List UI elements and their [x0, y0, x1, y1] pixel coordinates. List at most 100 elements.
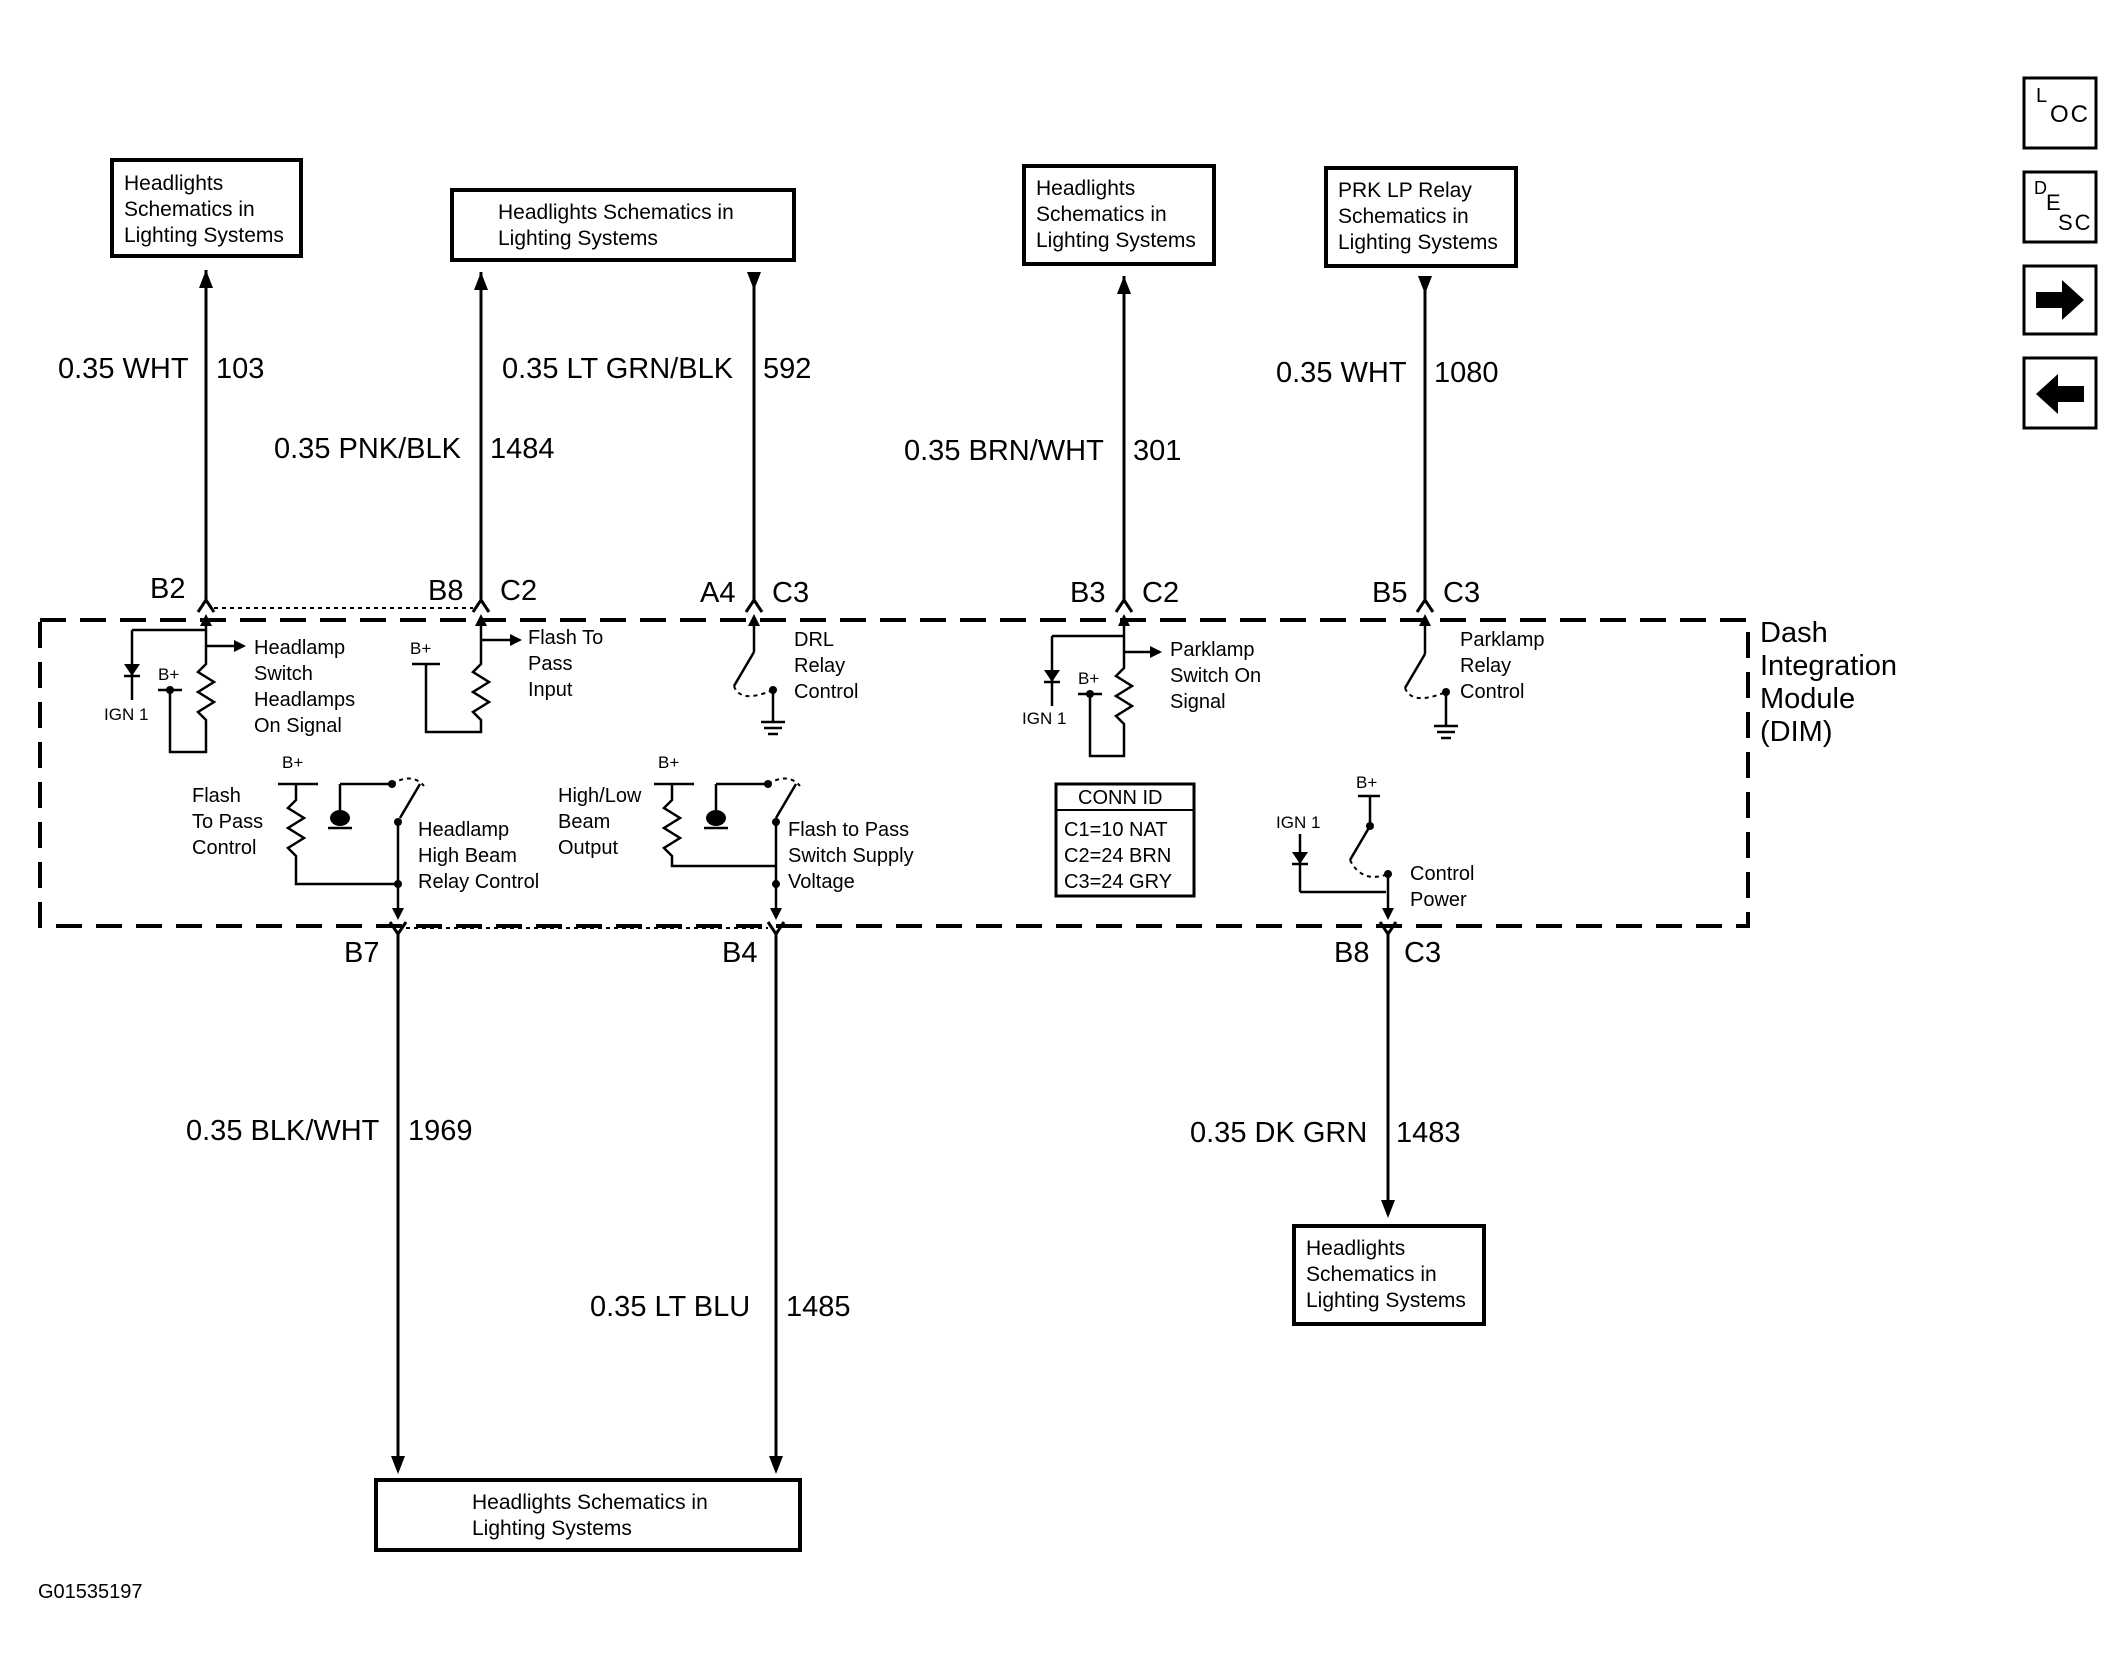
control-power-circuit: B+ IGN 1 Control Power: [1276, 773, 1474, 920]
box-line: Lighting Systems: [472, 1517, 632, 1540]
pin-b8-c3-bottom: B8 C3: [1334, 921, 1441, 969]
pin-b5-c3: B5 C3: [1372, 577, 1480, 613]
circuit-number: 1969: [408, 1115, 473, 1147]
pin-b4: B4: [722, 921, 786, 969]
headlamp-switch-circuit: B+ IGN 1 Headlamp Switch Headlamps On Si…: [104, 614, 355, 754]
internal-label: DRL: [794, 629, 834, 651]
internal-label: Switch Supply: [788, 845, 914, 867]
bplus-label: B+: [158, 665, 179, 684]
box-line: Schematics in: [124, 198, 255, 221]
internal-label: Relay Control: [418, 871, 539, 893]
bplus-label: B+: [410, 639, 431, 658]
internal-label: Control: [1410, 863, 1474, 885]
high-beam-relay-circuit: B+ Flash To Pass Control Headlamp High B…: [192, 753, 539, 920]
wire-592: 0.35 LT GRN/BLK 592: [502, 272, 811, 600]
prev-arrow-button[interactable]: [2022, 356, 2098, 430]
wire-label: 0.35 DK GRN: [1190, 1117, 1367, 1149]
desc-sub: SC: [2058, 210, 2093, 235]
pin-label: B7: [344, 937, 379, 969]
desc-sup: D: [2034, 178, 2047, 198]
box-prk-lp-relay[interactable]: PRK LP Relay Schematics in Lighting Syst…: [1324, 166, 1518, 268]
box-line: Headlights: [1036, 177, 1135, 200]
box-line: Lighting Systems: [124, 224, 284, 247]
ign1-label: IGN 1: [104, 705, 148, 724]
wire-1484: 0.35 PNK/BLK 1484: [274, 272, 555, 600]
wire-label: 0.35 PNK/BLK: [274, 433, 462, 465]
loc-button[interactable]: L OC: [2022, 76, 2098, 150]
internal-label: Headlamps: [254, 689, 355, 711]
high-low-beam-circuit: B+ High/Low Beam Output Flash to Pass Sw…: [558, 753, 914, 920]
internal-label: Pass: [528, 653, 572, 675]
conn-id-row: C3=24 GRY: [1064, 871, 1172, 893]
internal-label: High/Low: [558, 785, 642, 807]
internal-label: Beam: [558, 811, 610, 833]
wire-label: 0.35 BRN/WHT: [904, 435, 1104, 467]
box-line: Lighting Systems: [1306, 1289, 1466, 1312]
internal-label: Parklamp: [1460, 629, 1544, 651]
flash-to-pass-input-circuit: B+ Flash To Pass Input: [410, 614, 603, 734]
connector-label: C2: [500, 575, 537, 607]
bplus-label: B+: [1356, 773, 1377, 792]
conn-id-row: C2=24 BRN: [1064, 845, 1171, 867]
internal-label: Switch: [254, 663, 313, 685]
box-line: Schematics in: [1338, 205, 1469, 228]
box-line: PRK LP Relay: [1338, 179, 1472, 202]
circuit-number: 103: [216, 353, 264, 385]
arrow-left-icon: [2036, 374, 2084, 414]
wire-103: 0.35 WHT 103: [58, 270, 264, 600]
internal-label: Control: [1460, 681, 1524, 703]
pin-a4-c3: A4 C3: [700, 577, 809, 613]
box-line: Schematics in: [1036, 203, 1167, 226]
desc-mid: E: [2046, 190, 2061, 215]
loc-sup: L: [2036, 85, 2047, 107]
connector-label: C3: [1443, 577, 1480, 609]
parklamp-relay-control-circuit: Parklamp Relay Control: [1403, 614, 1544, 740]
pin-b2: B2: [150, 573, 216, 613]
module-label-line: (DIM): [1760, 716, 1832, 748]
internal-label: Control: [794, 681, 858, 703]
internal-label: Output: [558, 837, 618, 859]
internal-label: Headlamp: [254, 637, 345, 659]
box-headlights-2[interactable]: Headlights Schematics in Lighting System…: [450, 188, 796, 262]
pin-label: B4: [722, 937, 757, 969]
module-label: Dash Integration Module (DIM): [1760, 617, 1897, 748]
box-headlights-1[interactable]: Headlights Schematics in Lighting System…: [110, 158, 303, 258]
box-line: Schematics in: [1306, 1263, 1437, 1286]
pin-label: B3: [1070, 577, 1105, 609]
wire-label: 0.35 BLK/WHT: [186, 1115, 380, 1147]
box-headlights-5[interactable]: Headlights Schematics in Lighting System…: [1292, 1224, 1486, 1326]
connector-label: C2: [1142, 577, 1179, 609]
pin-label: B8: [428, 575, 463, 607]
circuit-number: 1485: [786, 1291, 851, 1323]
box-line: Headlights Schematics in: [472, 1491, 708, 1514]
internal-label: Flash To: [528, 627, 603, 649]
next-arrow-button[interactable]: [2022, 264, 2098, 336]
internal-label: To Pass: [192, 811, 263, 833]
desc-button[interactable]: D E SC: [2022, 170, 2098, 244]
arrow-right-icon: [2036, 280, 2084, 320]
pin-label: B2: [150, 573, 185, 605]
drl-relay-control-circuit: DRL Relay Control: [732, 614, 858, 736]
box-line: Lighting Systems: [1338, 231, 1498, 254]
connector-label: C3: [772, 577, 809, 609]
pin-b3-c2: B3 C2: [1070, 577, 1179, 613]
internal-label: Parklamp: [1170, 639, 1254, 661]
module-label-line: Module: [1760, 683, 1855, 715]
module-label-line: Integration: [1760, 650, 1897, 682]
figure-id: G01535197: [38, 1581, 143, 1603]
pin-label: B5: [1372, 577, 1407, 609]
ign1-label: IGN 1: [1276, 813, 1320, 832]
wire-label: 0.35 WHT: [58, 353, 189, 385]
box-line: Lighting Systems: [1036, 229, 1196, 252]
box-line: Headlights: [124, 172, 223, 195]
circuit-number: 1484: [490, 433, 555, 465]
box-headlights-6[interactable]: Headlights Schematics in Lighting System…: [374, 1478, 802, 1552]
circuit-number: 592: [763, 353, 811, 385]
internal-label: Input: [528, 679, 573, 701]
wire-1485: 0.35 LT BLU 1485: [590, 934, 851, 1474]
internal-label: Power: [1410, 889, 1467, 911]
wire-label: 0.35 LT GRN/BLK: [502, 353, 734, 385]
bplus-label: B+: [658, 753, 679, 772]
internal-label: Flash to Pass: [788, 819, 909, 841]
box-headlights-3[interactable]: Headlights Schematics in Lighting System…: [1022, 164, 1216, 266]
